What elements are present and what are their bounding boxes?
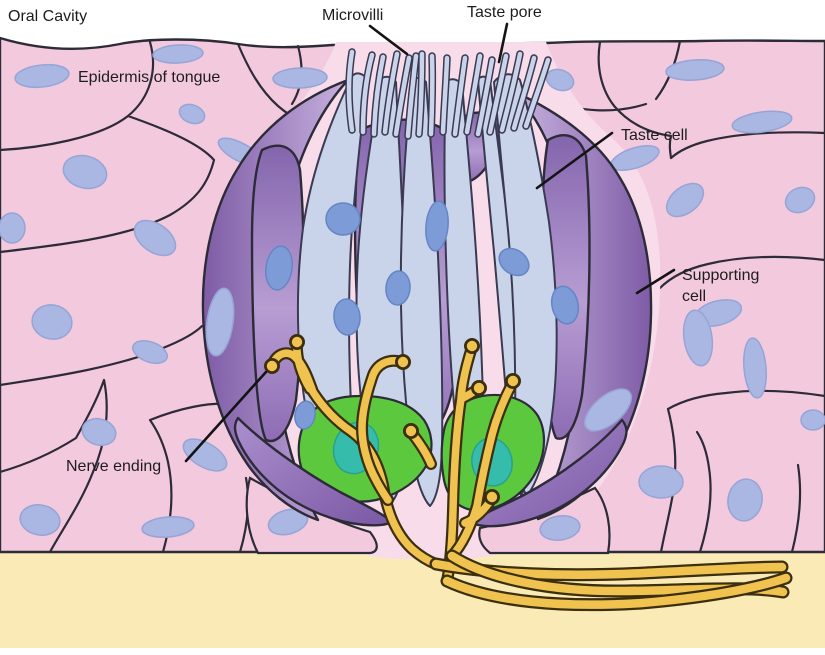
pointer-microvilli — [368, 24, 409, 56]
taste-cell-nucleus — [550, 285, 580, 325]
label-nerve-ending: Nerve ending — [66, 458, 161, 475]
pointer-taste-cell — [535, 131, 614, 190]
supporting-cell-nucleus — [425, 200, 449, 252]
nucleus — [14, 63, 70, 89]
pointer-supporting-cell — [635, 268, 676, 295]
taste-cell — [399, 76, 444, 507]
nucleus — [141, 516, 195, 538]
nucleus — [800, 409, 825, 431]
taste-cell-nucleus — [385, 270, 411, 306]
nucleus — [727, 478, 763, 522]
nucleus — [31, 304, 73, 340]
nucleus — [131, 340, 169, 364]
taste-cell-nucleus — [333, 298, 361, 336]
label-epidermis: Epidermis of tongue — [78, 69, 220, 86]
nucleus — [731, 110, 793, 134]
nucleus — [152, 44, 204, 64]
taste-cell-nucleus — [265, 245, 293, 291]
label-microvilli: Microvilli — [322, 7, 383, 24]
supporting-cell-wedge — [233, 416, 394, 527]
pointer-taste-pore — [497, 22, 509, 64]
nerve-ending-clubs — [264, 334, 521, 505]
taste-cell-nucleus — [498, 247, 530, 277]
nucleus — [784, 186, 816, 214]
nucleus — [742, 337, 768, 399]
supporting-cell-nucleus — [583, 388, 633, 432]
nucleus — [665, 59, 725, 81]
nucleus — [81, 417, 117, 447]
microvilli-fill — [346, 49, 551, 139]
nucleus — [682, 309, 714, 367]
nerve-trunk — [442, 573, 791, 609]
taste-cell-nuclei — [205, 200, 633, 432]
label-supporting-cell-1: Supporting — [682, 267, 759, 284]
taste-cell-nucleus — [294, 400, 316, 430]
epithelium-nuclei — [0, 44, 825, 541]
nucleus — [19, 504, 61, 536]
nucleus — [272, 67, 328, 89]
nucleus — [665, 182, 705, 218]
label-taste-cell: Taste cell — [621, 127, 688, 144]
nucleus — [133, 219, 177, 257]
taste-cell-nucleus — [325, 202, 361, 236]
nucleus — [178, 103, 206, 125]
pointer-nerve-ending — [184, 370, 268, 463]
nucleus — [62, 154, 108, 190]
nucleus — [0, 212, 26, 244]
label-supporting-cell-2: cell — [682, 288, 706, 305]
supporting-cell-nucleus — [205, 287, 235, 357]
nucleus — [539, 515, 581, 541]
nerve-fibers — [264, 334, 793, 612]
microvilli — [345, 48, 552, 140]
nucleus — [638, 465, 684, 499]
annotations: Oral Cavity Microvilli Taste pore Epider… — [8, 4, 759, 475]
label-taste-pore: Taste pore — [467, 4, 542, 21]
nucleus — [182, 438, 228, 472]
label-oral-cavity: Oral Cavity — [8, 8, 87, 25]
supporting-cell — [250, 144, 305, 443]
nerve-branch — [358, 357, 407, 504]
